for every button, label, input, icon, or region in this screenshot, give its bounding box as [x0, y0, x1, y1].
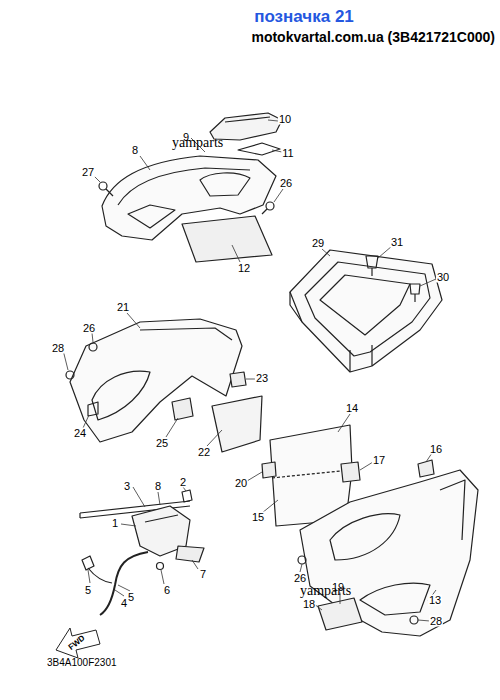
callout-number: 7	[199, 569, 207, 580]
callout-number: 26	[82, 323, 96, 334]
callout-number: 4	[120, 598, 128, 609]
callout-number: 11	[281, 148, 294, 159]
callout-number: 3	[123, 481, 131, 492]
callout-number: 31	[390, 237, 404, 248]
callout-number: 10	[278, 114, 292, 125]
callout-number: 2	[179, 477, 187, 488]
callout-number: 8	[131, 145, 139, 156]
drawing-code: 3B4A100F2301	[47, 658, 117, 668]
callout-number: 28	[429, 616, 443, 627]
callout-number: 23	[255, 373, 269, 384]
site-caption: motokvartal.com.ua (3B421721C000)	[251, 30, 495, 44]
callout-number: 20	[234, 478, 248, 489]
callout-number: 26	[279, 178, 293, 189]
callout-number: 25	[155, 438, 169, 449]
callout-number: 1	[111, 518, 119, 529]
callout-number: 13	[428, 595, 442, 606]
leader-lines	[63, 120, 436, 621]
callout-number: 16	[429, 444, 443, 455]
watermark: yamparts	[172, 136, 223, 150]
callout-number: 5	[127, 592, 135, 603]
callout-number: 12	[237, 263, 251, 274]
callout-number: 29	[311, 238, 325, 249]
callout-number: 5	[84, 585, 92, 596]
callout-number: 24	[73, 428, 87, 439]
callout-number: 18	[302, 599, 316, 610]
watermark: yamparts	[300, 584, 351, 598]
callout-number: 26	[293, 573, 307, 584]
callout-number: 28	[51, 343, 65, 354]
callout-number: 30	[436, 272, 450, 283]
callout-number: 27	[81, 167, 95, 178]
callout-number: 22	[197, 447, 211, 458]
callout-number: 14	[345, 403, 359, 414]
callout-number: 15	[251, 512, 265, 523]
page-title: позначка 21	[254, 8, 354, 25]
parts-outlines	[56, 113, 478, 658]
callout-number: 8	[154, 481, 162, 492]
callout-number: 17	[372, 455, 386, 466]
callout-number: 21	[116, 302, 130, 313]
fwd-mark: FWD	[67, 634, 86, 652]
callout-number: 6	[163, 585, 171, 596]
